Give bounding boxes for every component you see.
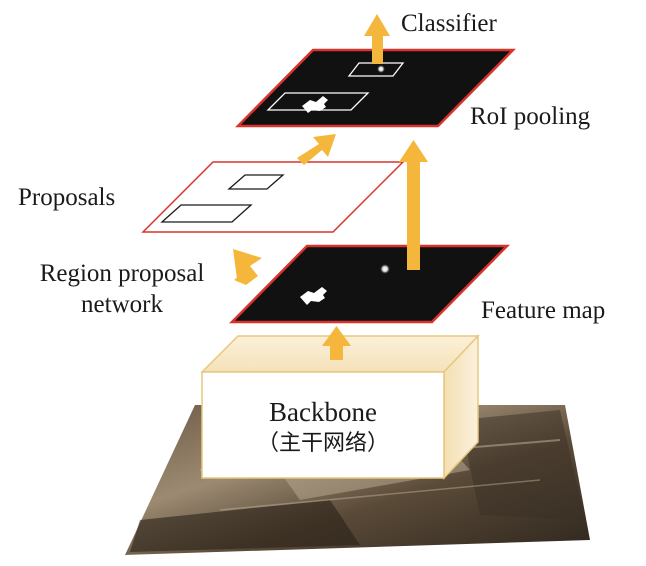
label-classifier: Classifier	[401, 10, 497, 37]
label-feature-map: Feature map	[481, 297, 606, 324]
arrow-classifier	[364, 14, 390, 64]
arrow-proposals-to-roi	[297, 134, 336, 165]
feature-map-plane	[229, 244, 510, 324]
label-region-proposal: Region proposal	[39, 260, 205, 287]
label-backbone-cn: （主干网络）	[256, 431, 389, 456]
label-network: network	[81, 291, 163, 318]
roi-pooling-plane	[235, 48, 516, 128]
label-roi-pooling: RoI pooling	[470, 103, 591, 130]
label-backbone: Backbone	[269, 397, 377, 427]
arrow-backbone-to-feature	[322, 326, 351, 360]
proposals-plane	[141, 161, 405, 233]
label-proposals: Proposals	[18, 184, 116, 211]
arrow-rpn-to-proposals	[233, 249, 262, 285]
arrow-feature-to-roi	[399, 140, 428, 270]
